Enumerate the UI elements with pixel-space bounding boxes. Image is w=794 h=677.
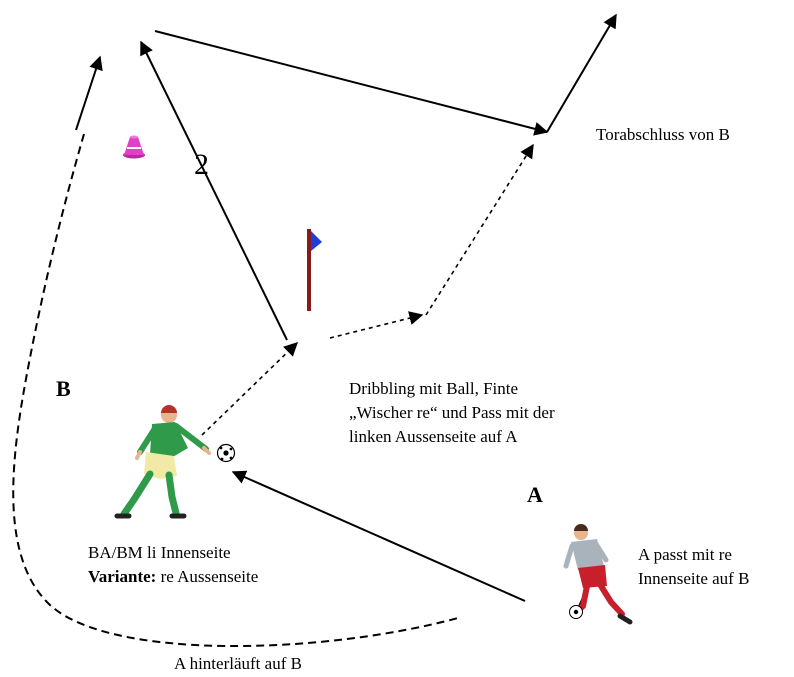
player-a-label: A	[527, 482, 543, 507]
shot-label: Torabschluss von B	[596, 125, 730, 144]
pass-line-2: Innenseite auf B	[638, 569, 750, 588]
dribbling-line-3: linken Aussenseite auf A	[349, 427, 518, 446]
dribble-path-2	[329, 311, 424, 339]
cone-icon	[123, 135, 145, 159]
arrow-top-pass	[154, 30, 549, 136]
variant-label: Variante:	[88, 567, 157, 586]
pass-description: A passt mit re Innenseite auf B	[638, 543, 749, 591]
technique-description: BA/BM li Innenseite Variante: re Aussens…	[88, 541, 258, 589]
ball-icon	[216, 443, 236, 463]
overlap-label: A hinterläuft auf B	[174, 654, 302, 673]
arrow-run-2	[140, 40, 288, 341]
dribbling-line-2: „Wischer re“ und Pass mit der	[349, 403, 555, 422]
player-b-label: B	[56, 376, 71, 401]
technique-line-1: BA/BM li Innenseite	[88, 543, 231, 562]
dribble-path-3	[425, 143, 534, 316]
dribbling-description: Dribbling mit Ball, Finte „Wischer re“ u…	[349, 377, 555, 449]
arrow-shot	[546, 13, 617, 133]
overlap-run-path	[12, 133, 459, 648]
variant-line: Variante: re Aussenseite	[88, 565, 258, 589]
arrow-pass-a-to-b	[231, 470, 526, 602]
pass-line-1: A passt mit re	[638, 545, 732, 564]
arrow-left-run-end	[75, 55, 103, 131]
player-a-icon	[563, 524, 633, 625]
dribbling-line-1: Dribbling mit Ball, Finte	[349, 379, 519, 398]
flag-icon	[307, 229, 322, 311]
variant-value: re Aussenseite	[156, 567, 259, 586]
player-b-icon	[114, 405, 211, 519]
run-number-label: 2	[194, 148, 209, 181]
dribble-path-1	[201, 342, 299, 436]
